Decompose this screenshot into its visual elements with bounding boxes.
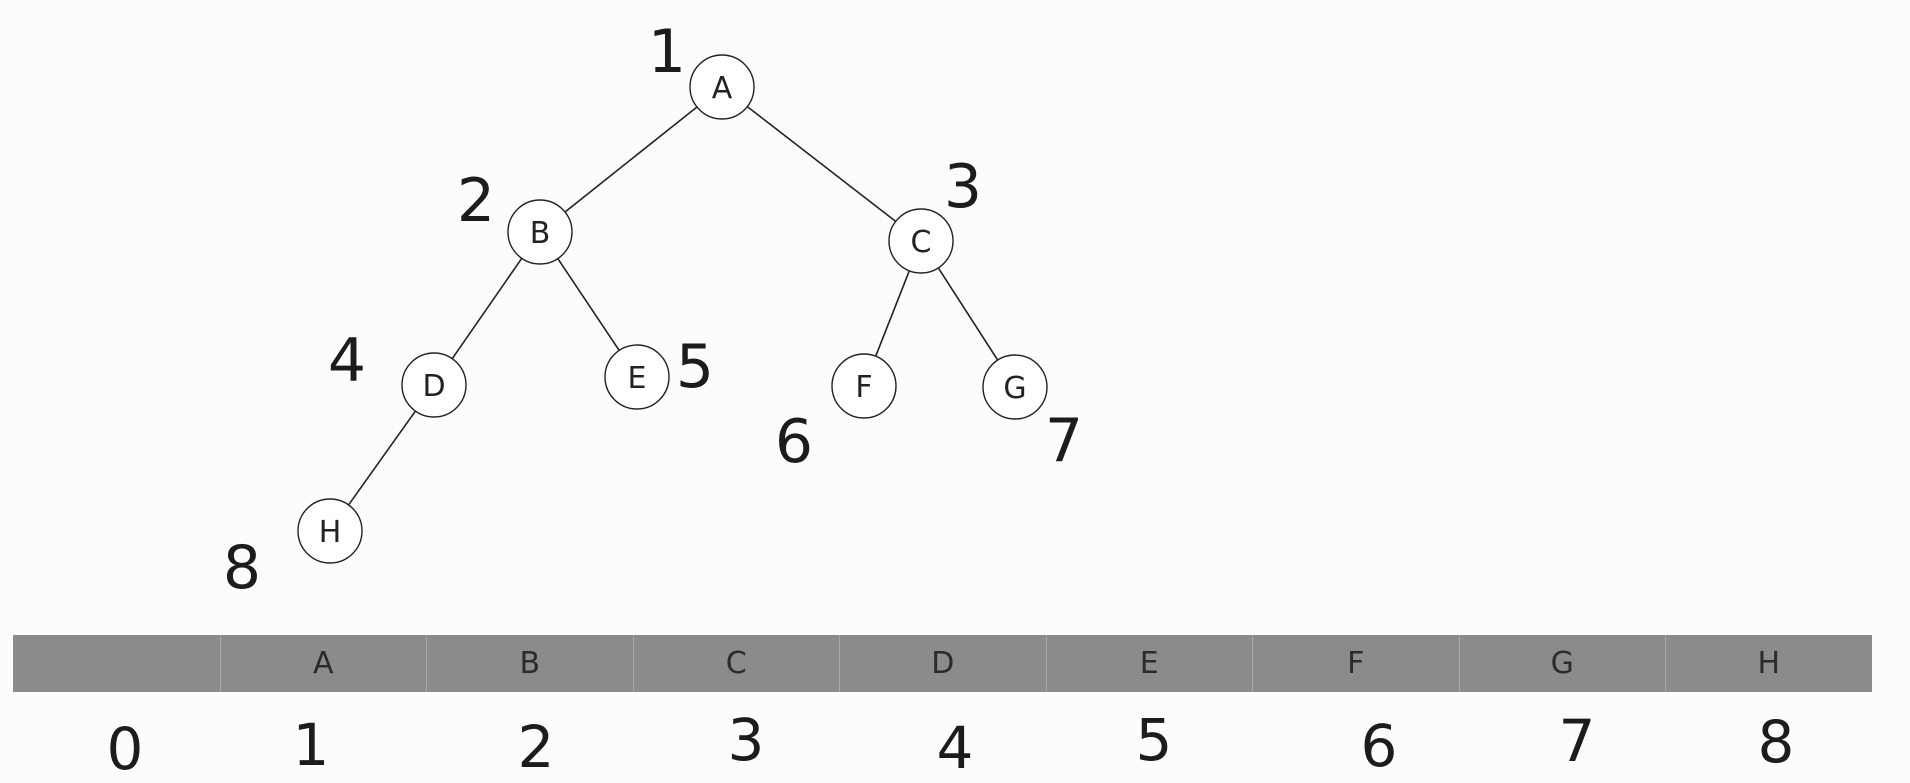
array-cell-6: F <box>1252 635 1459 692</box>
node-index-B: 2 <box>457 166 495 236</box>
node-label-A: A <box>712 71 733 106</box>
node-index-C: 3 <box>944 152 982 222</box>
array-cell-4: D <box>839 635 1046 692</box>
node-circle-A <box>689 54 755 120</box>
edge-B-D <box>451 257 523 360</box>
array-index-5: 5 <box>1135 706 1173 774</box>
node-index-F: 6 <box>775 407 813 477</box>
tree-node-G: G7 <box>982 354 1083 476</box>
node-label-H: H <box>319 515 342 550</box>
node-label-E: E <box>628 361 647 396</box>
node-circle-F <box>831 353 897 419</box>
tree-node-D: D4 <box>328 326 467 418</box>
array-index-8: 8 <box>1757 708 1795 776</box>
array-cell-1: A <box>219 635 427 692</box>
tree-node-F: F6 <box>775 353 897 477</box>
node-index-D: 4 <box>328 326 366 396</box>
array-index-3: 3 <box>727 706 765 774</box>
edge-D-H <box>347 410 417 506</box>
edge-A-B <box>564 106 698 213</box>
node-circle-E <box>604 344 670 410</box>
array-strip: A B C D E F G H <box>13 635 1872 692</box>
array-cell-3: C <box>632 635 840 692</box>
array-cell-5: E <box>1045 635 1253 692</box>
array-cell-8: H <box>1665 635 1872 692</box>
node-circle-B <box>507 199 573 265</box>
edge-B-E <box>557 258 620 351</box>
tree-node-B: B2 <box>457 166 573 265</box>
node-index-H: 8 <box>223 533 261 603</box>
node-circle-C <box>888 208 954 274</box>
tree-node-A: A1 <box>648 17 755 120</box>
node-label-D: D <box>422 369 445 404</box>
node-index-A: 1 <box>648 17 686 87</box>
array-cell-7: G <box>1458 635 1666 692</box>
node-circle-H <box>297 498 363 564</box>
array-index-6: 6 <box>1360 712 1398 780</box>
tree-node-C: C3 <box>888 152 982 274</box>
edge-A-C <box>746 105 897 223</box>
array-index-1: 1 <box>292 711 330 779</box>
array-index-0: 0 <box>106 715 144 783</box>
tree-edges <box>347 105 999 506</box>
array-index-row: 0 1 2 3 4 5 6 7 8 <box>13 700 1872 781</box>
edge-C-G <box>937 267 999 361</box>
node-label-C: C <box>911 225 932 260</box>
edge-C-F <box>874 270 911 357</box>
node-label-G: G <box>1003 371 1026 406</box>
array-index-7: 7 <box>1558 707 1596 775</box>
node-index-E: 5 <box>676 332 714 402</box>
array-index-4: 4 <box>936 714 974 782</box>
node-index-G: 7 <box>1045 406 1083 476</box>
node-circle-G <box>982 354 1048 420</box>
array-cell-0 <box>13 635 220 692</box>
tree-node-H: H8 <box>223 498 363 603</box>
node-circle-D <box>401 352 467 418</box>
array-cell-2: B <box>426 635 633 692</box>
node-label-B: B <box>530 216 551 251</box>
node-label-F: F <box>855 370 872 405</box>
array-index-2: 2 <box>517 713 555 781</box>
